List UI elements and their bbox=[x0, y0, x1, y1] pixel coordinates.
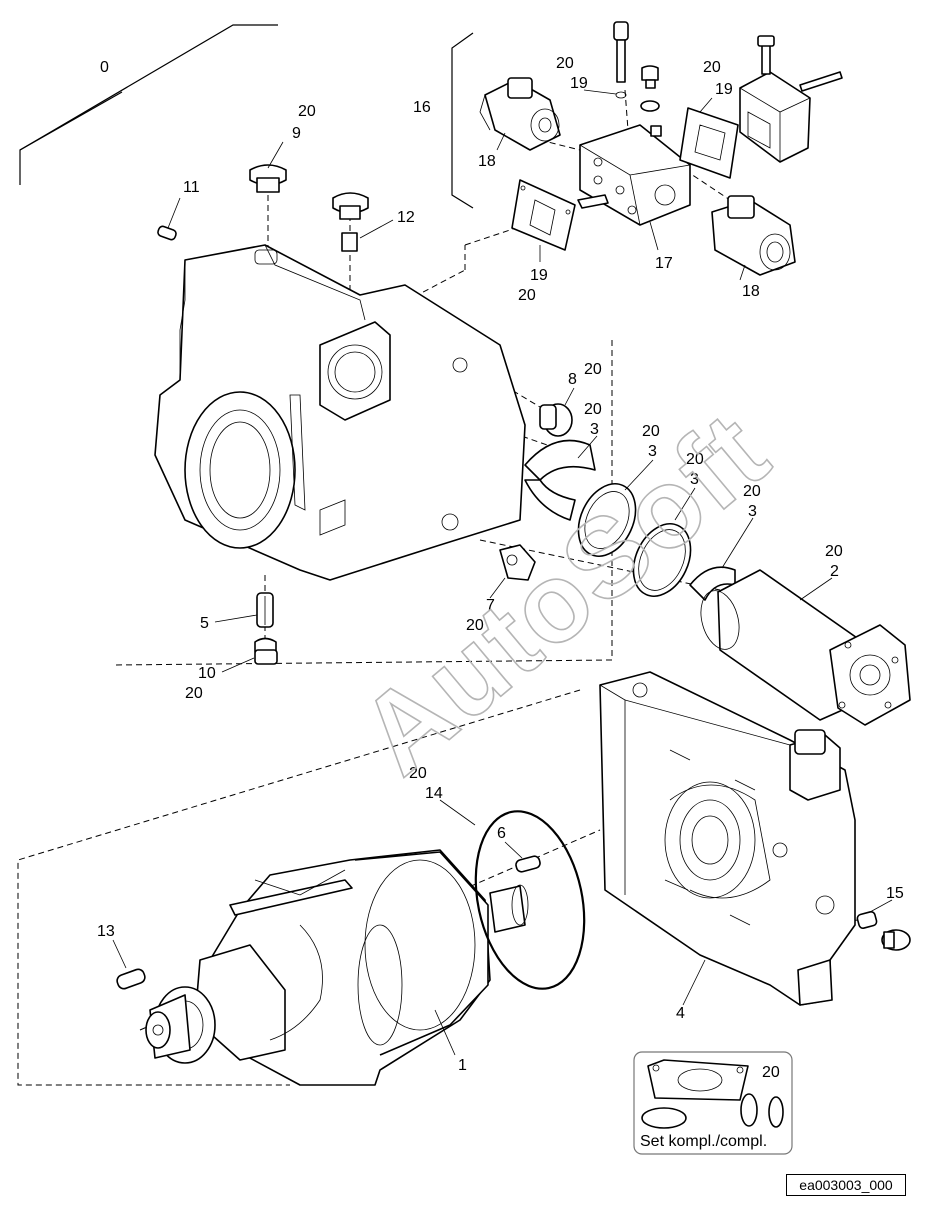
gasket-19-left bbox=[511, 179, 576, 251]
callout-6: 6 bbox=[497, 825, 506, 842]
callout-10: 10 bbox=[198, 665, 216, 682]
callout-19-top-qty: 20 bbox=[556, 55, 574, 72]
callout-16: 16 bbox=[413, 99, 431, 116]
pin-13 bbox=[116, 968, 146, 990]
plug-8 bbox=[539, 403, 573, 437]
end-plate-4 bbox=[599, 671, 856, 1006]
callout-19-left-qty: 20 bbox=[518, 287, 536, 304]
callout-3a: 3 bbox=[590, 421, 599, 438]
pin-5 bbox=[256, 592, 274, 628]
callout-3d: 3 bbox=[748, 503, 757, 520]
callout-8-qty: 20 bbox=[584, 361, 602, 378]
valve-body-17 bbox=[577, 124, 691, 226]
callout-9: 9 bbox=[292, 125, 301, 142]
o-ring-14 bbox=[474, 810, 586, 990]
seal-ring-3b bbox=[577, 483, 637, 557]
rotating-group-1 bbox=[145, 849, 529, 1086]
plug-9 bbox=[249, 164, 287, 193]
callout-8: 8 bbox=[568, 371, 577, 388]
pin-11 bbox=[157, 225, 177, 241]
plug-10 bbox=[254, 637, 278, 665]
plug-small-valve bbox=[640, 65, 662, 137]
callout-12: 12 bbox=[397, 209, 415, 226]
seal-kit-number: 20 bbox=[762, 1064, 780, 1081]
callout-5: 5 bbox=[200, 615, 209, 632]
callout-7-qty: 20 bbox=[466, 617, 484, 634]
callout-3b: 3 bbox=[648, 443, 657, 460]
callout-3d-qty: 20 bbox=[743, 483, 761, 500]
cover-plate bbox=[739, 35, 843, 163]
pump-housing bbox=[154, 244, 526, 581]
callout-2: 2 bbox=[830, 563, 839, 580]
drawing-reference: ea003003_000 bbox=[786, 1174, 906, 1196]
callout-0: 0 bbox=[100, 59, 109, 76]
servo-cylinder-2 bbox=[700, 569, 911, 726]
seal-ring-3a bbox=[524, 439, 596, 521]
callout-4: 4 bbox=[676, 1005, 685, 1022]
callout-17: 17 bbox=[655, 255, 673, 272]
pin-6 bbox=[515, 855, 541, 873]
plug-12 bbox=[332, 192, 369, 252]
callout-10-qty: 20 bbox=[185, 685, 203, 702]
callout-2-qty: 20 bbox=[825, 543, 843, 560]
callout-18-right: 18 bbox=[742, 283, 760, 300]
callout-19-left: 19 bbox=[530, 267, 548, 284]
callout-14: 14 bbox=[425, 785, 443, 802]
callout-13: 13 bbox=[97, 923, 115, 940]
bolt-top-valve bbox=[613, 21, 629, 99]
callout-leaders bbox=[112, 89, 893, 1056]
seal-kit-box: 20 Set kompl./compl. bbox=[633, 1051, 793, 1155]
callout-3c: 3 bbox=[690, 471, 699, 488]
callout-9-qty: 20 bbox=[298, 103, 316, 120]
solenoid-valve-18-right bbox=[711, 195, 796, 276]
callout-labels: 0 20 9 11 12 16 18 20 19 20 19 19 20 17 … bbox=[97, 55, 904, 1074]
seal-ring-3c bbox=[632, 523, 692, 597]
callout-3a-qty: 20 bbox=[584, 401, 602, 418]
seal-kit-label: Set kompl./compl. bbox=[640, 1133, 767, 1150]
callout-3b-qty: 20 bbox=[642, 423, 660, 440]
callout-15: 15 bbox=[886, 885, 904, 902]
callout-7: 7 bbox=[486, 597, 495, 614]
callout-3c-qty: 20 bbox=[686, 451, 704, 468]
callout-19-right-qty: 20 bbox=[703, 59, 721, 76]
callout-18-left: 18 bbox=[478, 153, 496, 170]
callout-11: 11 bbox=[183, 179, 200, 196]
callout-14-qty: 20 bbox=[409, 765, 427, 782]
fitting-7 bbox=[499, 544, 536, 581]
gasket-19-right bbox=[679, 107, 739, 179]
solenoid-valve-18-left bbox=[479, 77, 561, 151]
callout-19-top: 19 bbox=[570, 75, 588, 92]
plug-15 bbox=[856, 911, 911, 951]
callout-19-right: 19 bbox=[715, 81, 733, 98]
callout-1: 1 bbox=[458, 1057, 467, 1074]
